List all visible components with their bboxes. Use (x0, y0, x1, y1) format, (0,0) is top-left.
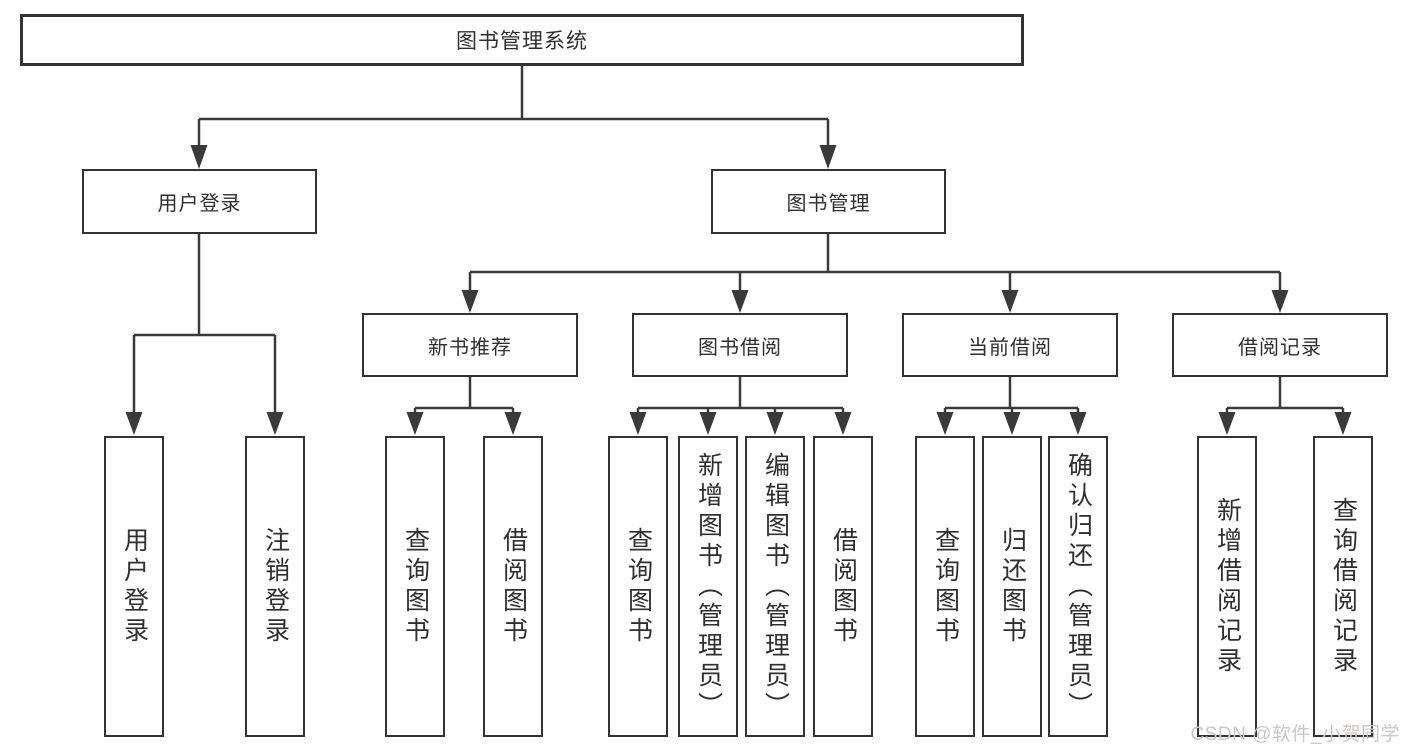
connector-book-management-to-level3 (461, 234, 1289, 313)
connector-current-borrow-to-leaves (936, 377, 1087, 435)
arrow-down-icon (504, 412, 522, 435)
arrow-down-icon (731, 290, 749, 313)
leaf-bb-add-books-admin: 新增图书（管理员） (678, 436, 738, 737)
arrow-down-icon (699, 412, 717, 435)
leaf-br-query-record: 查询借阅记录 (1313, 436, 1373, 737)
arrow-down-icon (1271, 290, 1289, 313)
connector-new-book-recommend-to-leaves (406, 377, 522, 435)
leaf-logout-label: 注销登录 (261, 526, 290, 647)
arrow-down-icon (1218, 412, 1236, 435)
connector-root-to-level2 (190, 66, 837, 169)
arrow-down-icon (629, 412, 647, 435)
node-borrow-records: 借阅记录 (1172, 313, 1388, 377)
root-node-label: 图书管理系统 (456, 30, 588, 53)
leaf-bb-edit-books-admin-label: 编辑图书（管理员） (761, 451, 790, 722)
connector-book-borrow-to-leaves (629, 377, 852, 435)
leaf-br-add-record-label: 新增借阅记录 (1213, 496, 1242, 677)
arrow-down-icon (1001, 290, 1019, 313)
leaf-nbr-borrow-books-label: 借阅图书 (499, 526, 528, 647)
node-user-login-label: 用户登录 (157, 193, 242, 215)
node-current-borrow-label: 当前借阅 (968, 336, 1052, 359)
arrow-down-icon (125, 412, 143, 435)
leaf-logout: 注销登录 (245, 436, 305, 737)
leaf-br-add-record: 新增借阅记录 (1197, 436, 1257, 737)
leaf-nbr-borrow-books: 借阅图书 (483, 436, 543, 737)
arrow-down-icon (834, 412, 852, 435)
node-book-management-label: 图书管理 (786, 193, 871, 215)
leaf-bb-borrow-books-label: 借阅图书 (829, 526, 858, 647)
leaf-cb-confirm-return-admin-label: 确认归还（管理员） (1064, 451, 1093, 722)
node-current-borrow: 当前借阅 (902, 313, 1118, 377)
leaf-bb-edit-books-admin: 编辑图书（管理员） (745, 436, 805, 737)
node-book-borrow: 图书借阅 (632, 313, 848, 377)
leaf-cb-return-books: 归还图书 (982, 436, 1042, 737)
leaf-br-query-record-label: 查询借阅记录 (1329, 496, 1358, 677)
root-node-system: 图书管理系统 (20, 14, 1024, 66)
arrow-down-icon (461, 290, 479, 313)
node-new-book-recommend-label: 新书推荐 (428, 336, 512, 359)
connector-user-login-to-leaves (125, 234, 284, 435)
arrow-down-icon (1069, 412, 1087, 435)
leaf-nbr-query-books-label: 查询图书 (401, 526, 430, 647)
node-new-book-recommend: 新书推荐 (362, 313, 578, 377)
leaf-cb-query-books-label: 查询图书 (931, 526, 960, 647)
leaf-cb-confirm-return-admin: 确认归还（管理员） (1048, 436, 1108, 737)
connector-borrow-records-to-leaves (1218, 377, 1352, 435)
node-book-borrow-label: 图书借阅 (698, 336, 782, 359)
arrow-down-icon (766, 412, 784, 435)
csdn-watermark: CSDN @软件_小贺同学 (1190, 724, 1400, 745)
node-book-management: 图书管理 (711, 169, 946, 234)
leaf-cb-query-books: 查询图书 (915, 436, 975, 737)
leaf-user-login: 用户登录 (104, 436, 164, 737)
leaf-bb-query-books-label: 查询图书 (624, 526, 653, 647)
node-borrow-records-label: 借阅记录 (1238, 336, 1322, 359)
arrow-down-icon (266, 412, 284, 435)
node-user-login: 用户登录 (82, 169, 317, 234)
arrow-down-icon (936, 412, 954, 435)
leaf-nbr-query-books: 查询图书 (385, 436, 445, 737)
arrow-down-icon (406, 412, 424, 435)
arrow-down-icon (1003, 412, 1021, 435)
leaf-cb-return-books-label: 归还图书 (998, 526, 1027, 647)
leaf-bb-add-books-admin-label: 新增图书（管理员） (694, 451, 723, 722)
arrow-down-icon (1334, 412, 1352, 435)
arrow-down-icon (190, 145, 208, 169)
arrow-down-icon (819, 145, 837, 169)
leaf-user-login-label: 用户登录 (120, 526, 149, 647)
leaf-bb-borrow-books: 借阅图书 (813, 436, 873, 737)
leaf-bb-query-books: 查询图书 (608, 436, 668, 737)
